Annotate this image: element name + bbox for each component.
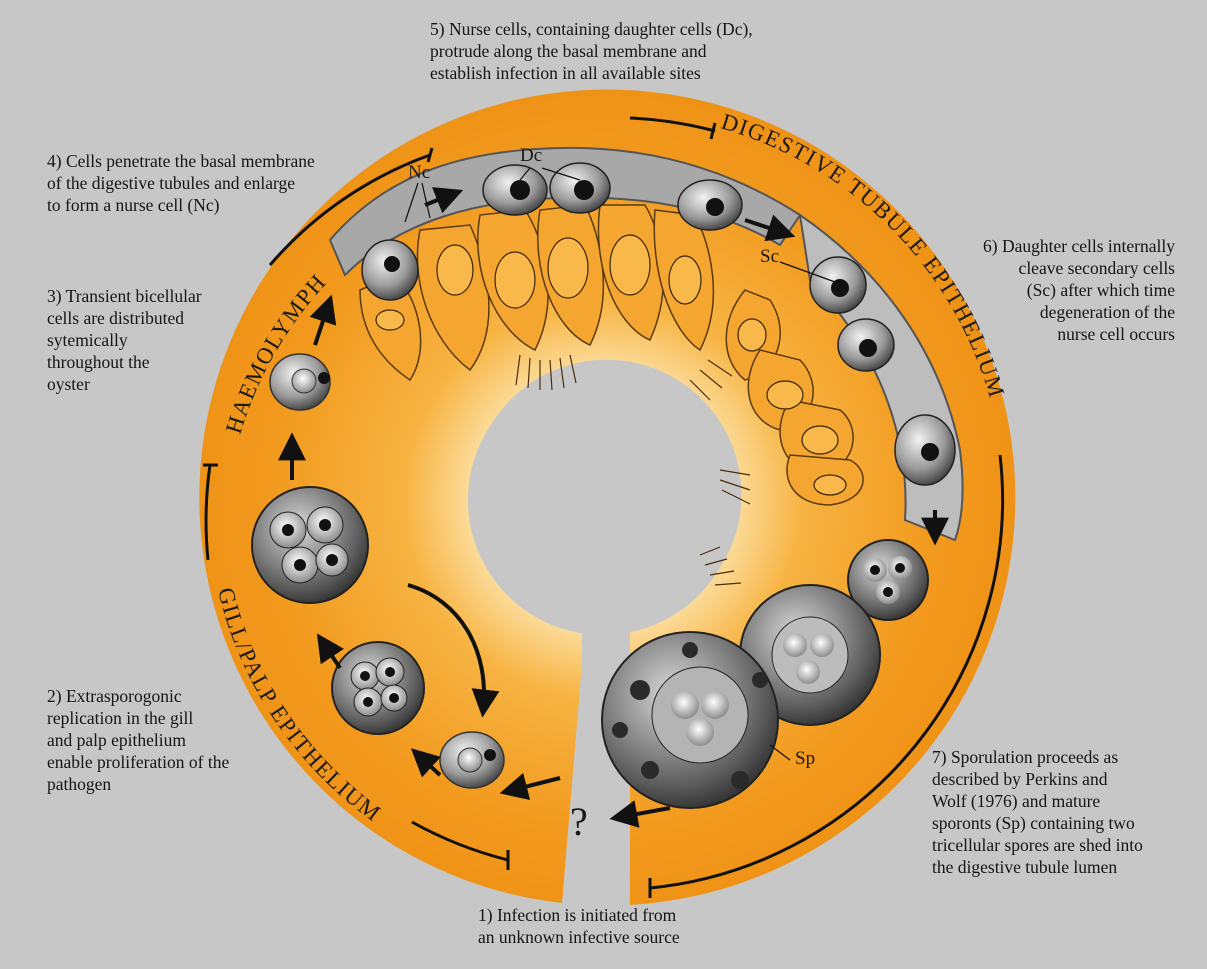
caption-step3: 3) Transient bicellular cells are distri… <box>47 285 237 395</box>
caption-step4: 4) Cells penetrate the basal membrane of… <box>47 150 377 216</box>
label-sc: Sc <box>760 246 779 268</box>
caption-step1: 1) Infection is initiated from an unknow… <box>478 904 748 948</box>
tubule-lumen <box>468 365 738 635</box>
caption-step2: 2) Extrasporogonic replication in the gi… <box>47 685 282 795</box>
caption-step5: 5) Nurse cells, containing daughter cell… <box>430 18 830 84</box>
label-sp: Sp <box>795 748 815 770</box>
label-unknown-source: ? <box>570 798 588 845</box>
caption-step6: 6) Daughter cells internally cleave seco… <box>935 235 1175 345</box>
label-nc: Nc <box>408 162 430 184</box>
caption-step7: 7) Sporulation proceeds as described by … <box>932 746 1182 878</box>
label-dc: Dc <box>520 145 542 167</box>
